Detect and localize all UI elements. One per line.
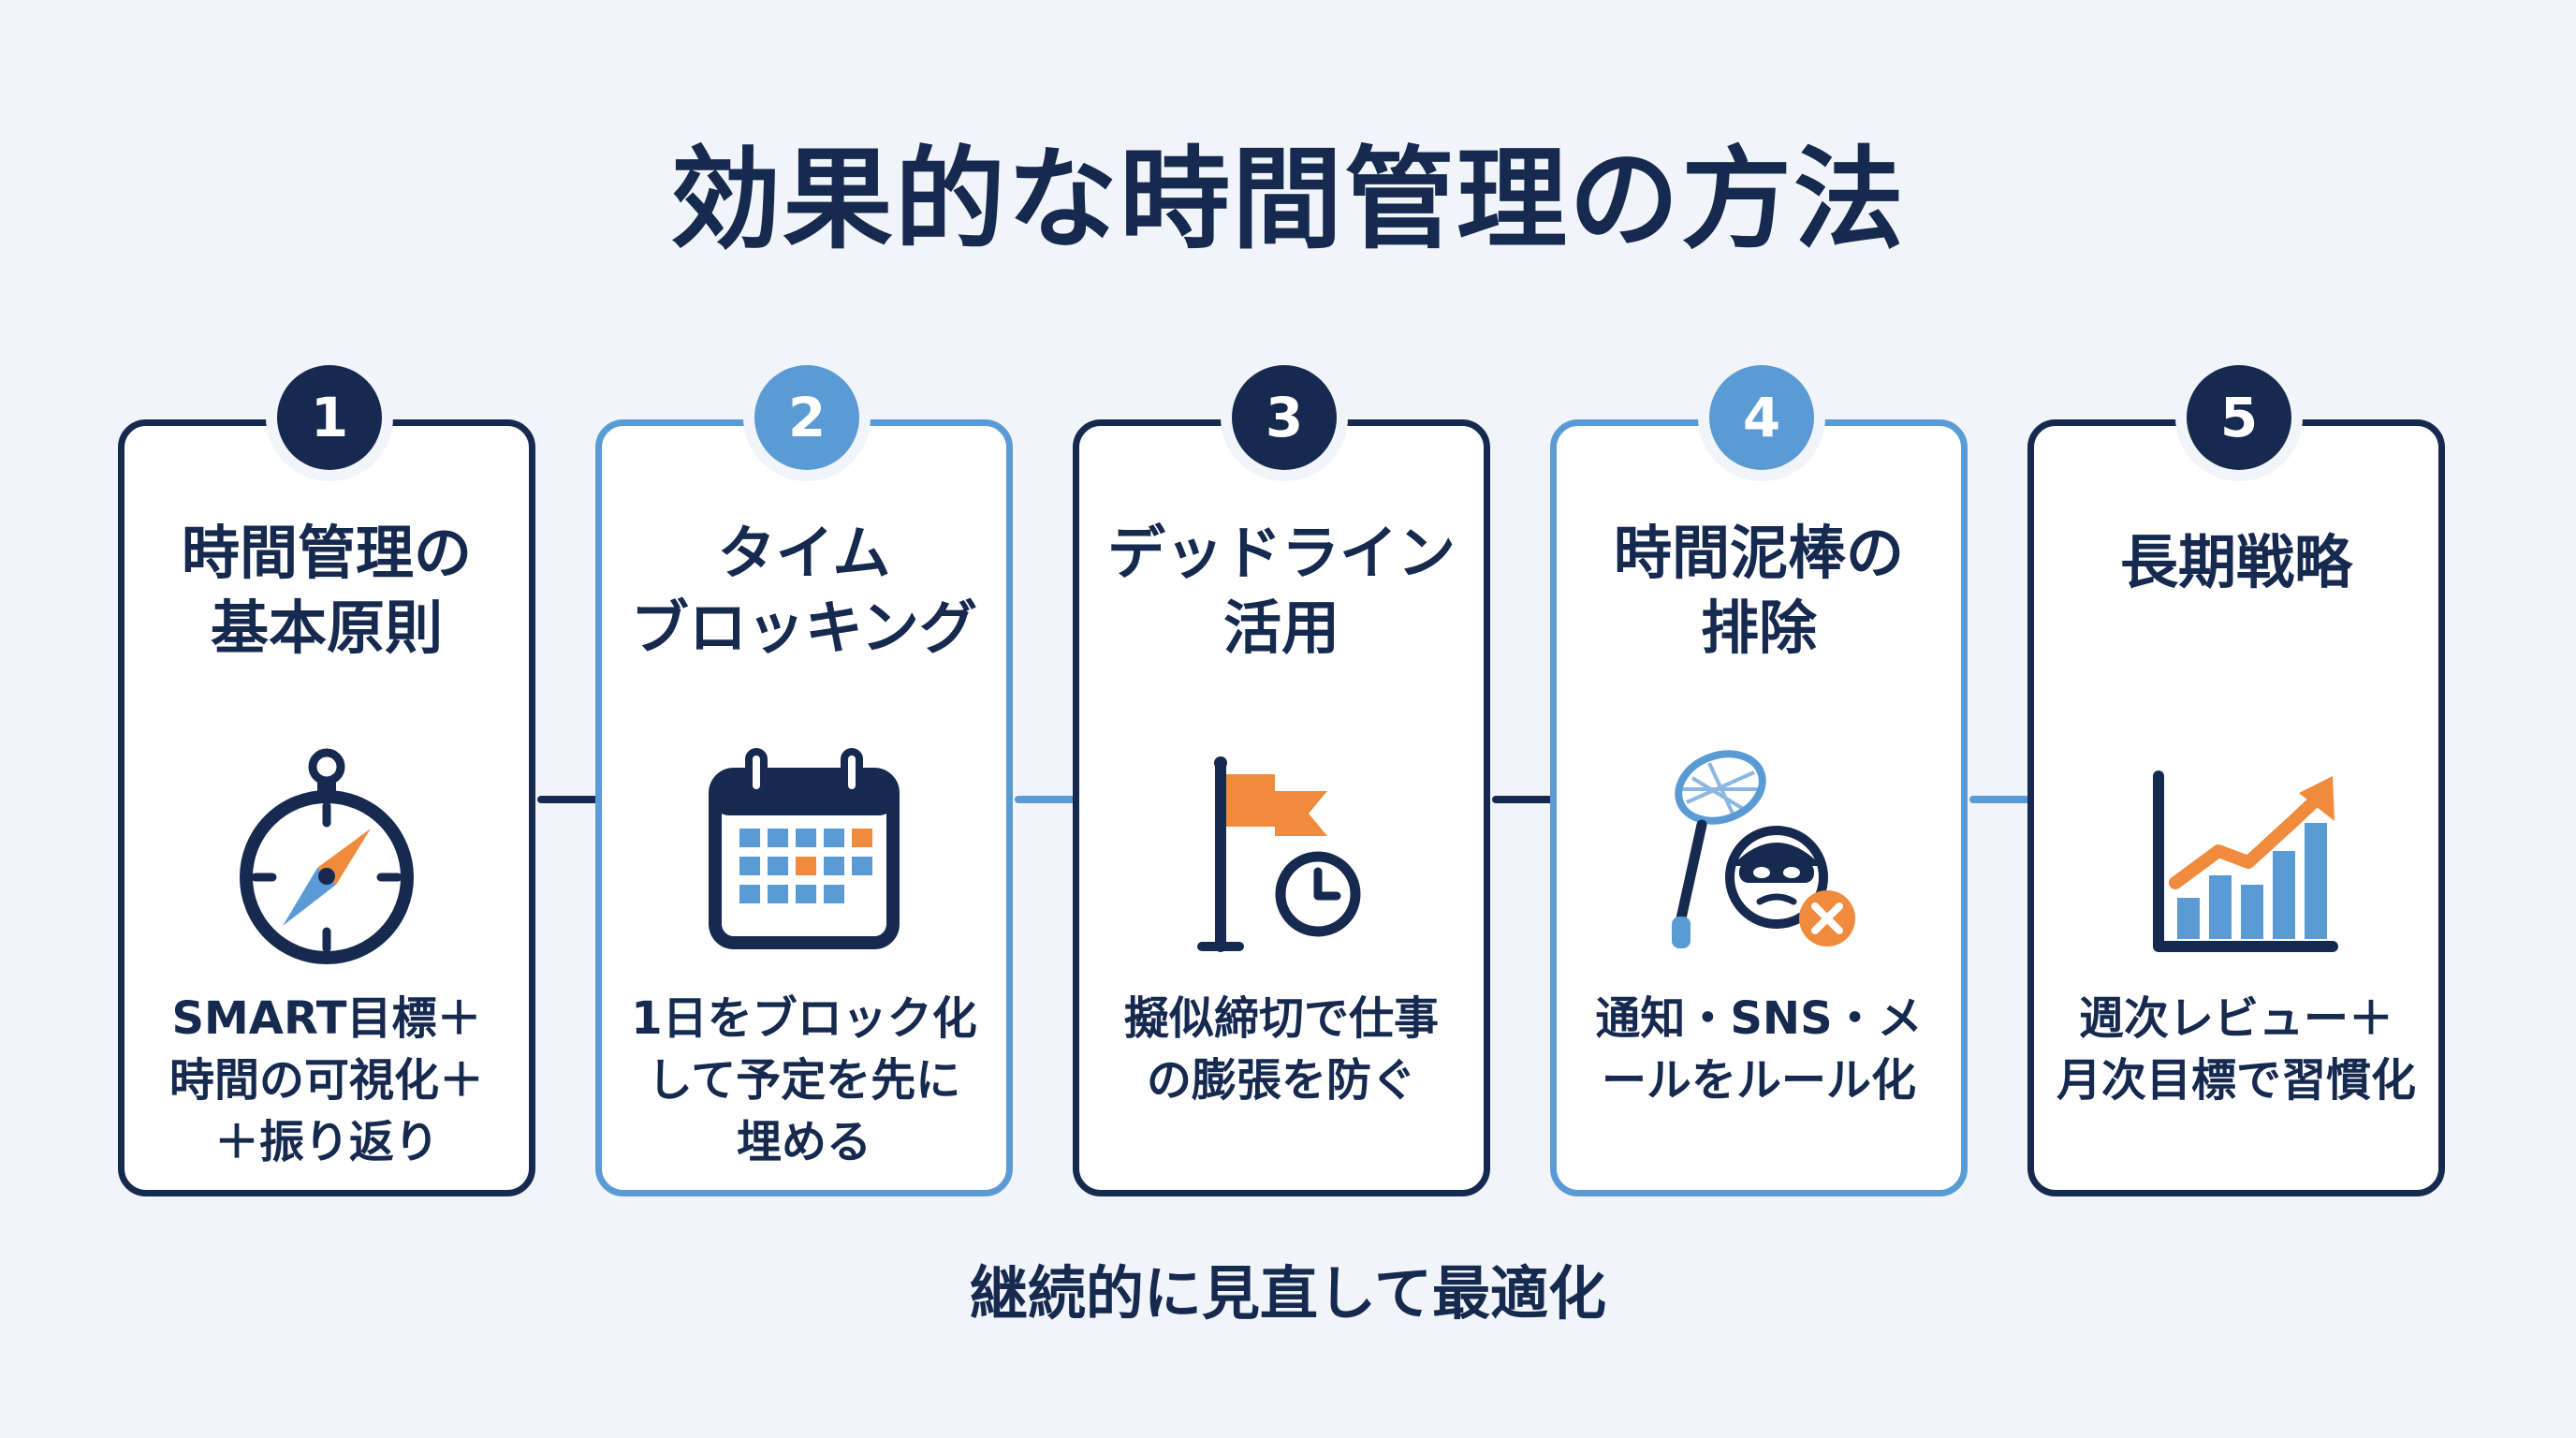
net-thief-icon [1672, 750, 1855, 948]
step-3-description: 擬似締切で仕事 の膨張を防ぐ [1123, 992, 1439, 1107]
compass-icon [240, 748, 414, 964]
step-4-number-badge: 4 [1709, 365, 1814, 470]
step-1-card: 時間管理の 基本原則 SMART目標＋ 時間の可視化＋ ＋振り返り [118, 419, 535, 1196]
calendar-icon [709, 748, 900, 949]
page-title: 効果的な時間管理の方法 [669, 135, 1906, 264]
step-2-title: タイム ブロッキング [630, 519, 978, 662]
growth-chart-icon [2153, 770, 2338, 952]
step-2-description: 1日をブロック化 して予定を先に 埋める [631, 992, 977, 1168]
step-4-card: 時間泥棒の 排除 通知・SNS・メ ールをルール化 [1550, 419, 1968, 1196]
step-2-number-badge: 2 [754, 365, 859, 470]
step-2-card: タイム ブロッキング 1日をブロック化 して予定を先に 埋める [595, 419, 1013, 1196]
step-1-description: SMART目標＋ 時間の可視化＋ ＋振り返り [168, 992, 484, 1168]
step-5-number-badge: 5 [2187, 365, 2291, 470]
step-3-title: デッドライン 活用 [1106, 519, 1456, 662]
step-5-title: 長期戦略 [2119, 528, 2352, 596]
step-4-title: 時間泥棒の 排除 [1613, 519, 1904, 662]
step-3-number-badge: 3 [1232, 365, 1337, 470]
step-3-card: デッドライン 活用 擬似締切で仕事 の膨張を防ぐ [1073, 419, 1490, 1196]
step-1-title: 時間管理の 基本原則 [181, 519, 472, 662]
step-1-number-badge: 1 [277, 365, 382, 470]
step-4-description: 通知・SNS・メ ールをルール化 [1595, 992, 1923, 1107]
flag-clock-icon [1197, 756, 1361, 952]
step-5-description: 週次レビュー＋ 月次目標で習慣化 [2056, 992, 2416, 1107]
step-5-card: 長期戦略 週次レビュー＋ 月次目標で習慣化 [2027, 419, 2445, 1196]
footer-caption: 継続的に見直して最適化 [969, 1259, 1607, 1328]
